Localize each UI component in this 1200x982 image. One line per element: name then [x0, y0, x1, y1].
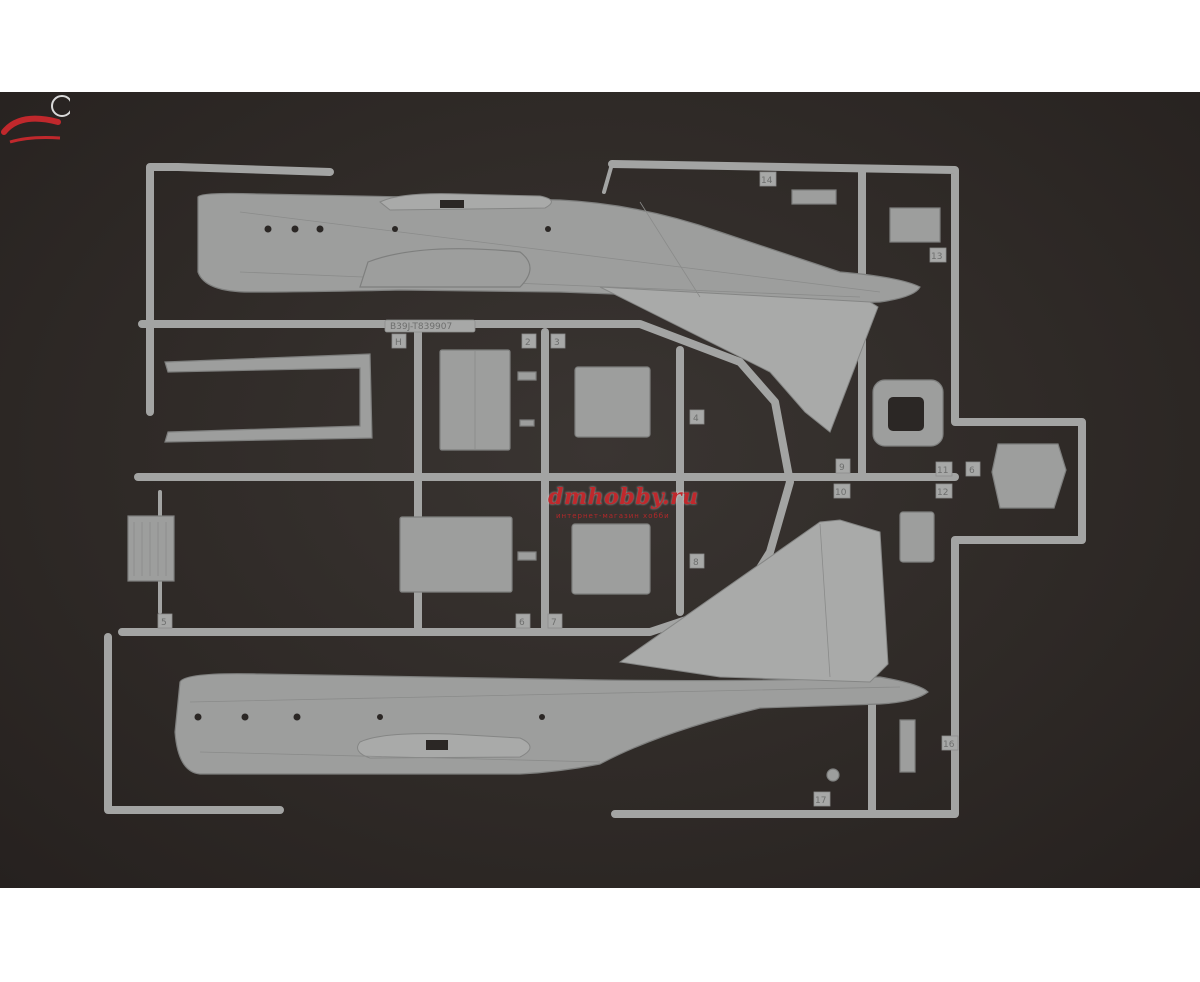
svg-text:8: 8 — [693, 558, 699, 568]
svg-text:H: H — [395, 338, 402, 348]
watermark-text: dmhobby.ru — [548, 484, 699, 510]
lower-fuselage-part — [174, 519, 929, 775]
upper-fuselage-part — [197, 192, 921, 433]
svg-text:16: 16 — [943, 740, 955, 750]
svg-text:2: 2 — [525, 338, 531, 348]
sprue-tree: B39J-T839907 H 2 3 4 5 6 7 8 9 10 11 12 … — [104, 160, 1086, 818]
part-number-tabs: B39J-T839907 H 2 3 4 5 6 7 8 9 10 11 12 … — [157, 171, 981, 807]
svg-text:12: 12 — [937, 488, 948, 498]
svg-text:6: 6 — [519, 618, 525, 628]
svg-text:5: 5 — [161, 618, 167, 628]
product-photo: B39J-T839907 H 2 3 4 5 6 7 8 9 10 11 12 … — [0, 92, 1200, 888]
svg-text:11: 11 — [937, 466, 948, 476]
svg-text:9: 9 — [839, 463, 845, 473]
svg-text:7: 7 — [551, 618, 557, 628]
svg-text:13: 13 — [931, 252, 942, 262]
watermark-logo-icon — [1, 95, 70, 144]
sprue-code: B39J-T839907 — [390, 322, 452, 332]
svg-text:3: 3 — [554, 338, 560, 348]
svg-text:14: 14 — [761, 176, 773, 186]
watermark-subtext: интернет-магазин хобби — [556, 512, 670, 520]
svg-text:10: 10 — [835, 488, 847, 498]
small-parts — [127, 189, 1067, 782]
svg-text:6: 6 — [969, 466, 975, 476]
svg-text:4: 4 — [693, 414, 699, 424]
svg-text:17: 17 — [815, 796, 826, 806]
sprue-runners — [104, 160, 1086, 818]
